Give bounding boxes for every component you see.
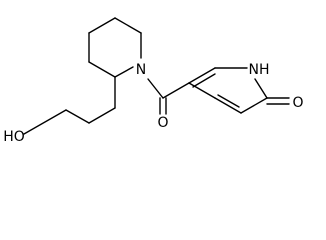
molecule-diagram: N NH O O HO xyxy=(3,17,304,145)
bond-cco-c5 xyxy=(162,82,190,99)
hydroxyl-label: HO xyxy=(3,129,25,145)
bond-c5-c6p xyxy=(188,67,216,84)
bond-c5-c6p-inner xyxy=(192,73,216,88)
bond-c4-c5 xyxy=(88,17,116,34)
bond-nh-c2p xyxy=(254,78,268,99)
amide-group xyxy=(147,78,190,115)
carbonyl-oxygen-label: O xyxy=(157,115,168,131)
structure-canvas: N NH O O HO xyxy=(3,17,304,145)
bond-c4p-c5 xyxy=(188,82,216,99)
bond-cb-o xyxy=(65,109,90,124)
bond-c3-c4p xyxy=(214,97,242,114)
pyridone-oxygen-label: O xyxy=(292,95,303,111)
bond-n-cco xyxy=(147,78,164,99)
ring-nitrogen-label: N xyxy=(136,62,146,78)
bond-n-c2 xyxy=(114,66,134,78)
bond-o-h xyxy=(23,109,67,135)
bond-c2-c3 xyxy=(88,61,116,78)
bond-c3-c4p-inner xyxy=(217,94,240,108)
hydroxyethyl-chain xyxy=(23,76,116,135)
bond-c5-c6 xyxy=(114,17,142,34)
pyridone-nh-label: NH xyxy=(249,62,270,78)
bond-c2p-c3 xyxy=(240,97,268,114)
pyridone-ring xyxy=(188,67,290,114)
piperidine-ring xyxy=(88,17,142,78)
bond-ca-cb xyxy=(88,107,116,124)
